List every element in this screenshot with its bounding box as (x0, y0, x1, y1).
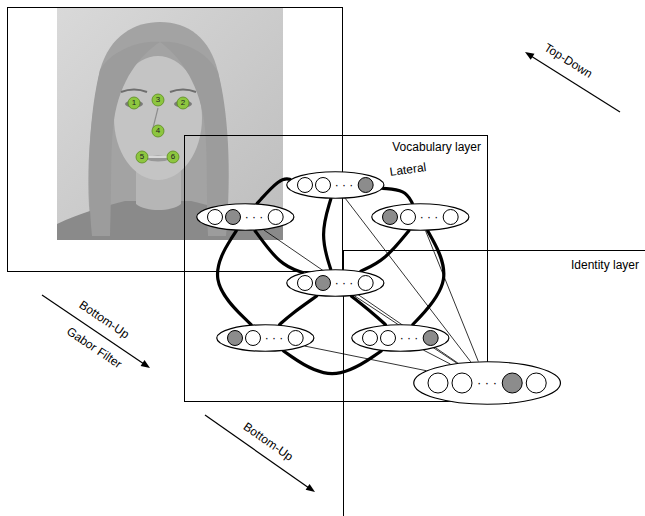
unit-circle (452, 373, 472, 393)
unit-circle (358, 276, 373, 291)
ellipsis-text: · · · (335, 178, 354, 192)
unit-circle (526, 373, 546, 393)
unit-cluster: · · · (286, 171, 385, 199)
landmark-dot (128, 97, 140, 109)
ellipsis-text: · · · (265, 331, 284, 345)
eyebrow (121, 90, 147, 93)
unit-cluster: · · · (196, 203, 295, 231)
eyebrow (170, 90, 196, 93)
identity-link (346, 199, 471, 362)
cluster-outline (351, 325, 448, 352)
callout-number: 5 (140, 153, 144, 161)
cluster-outline (196, 204, 293, 231)
callout-number: 1 (132, 99, 136, 107)
arrowhead (525, 52, 535, 60)
direction-arrow (205, 415, 309, 488)
unit-circle (225, 210, 240, 225)
layer-box: Vocabulary layer · · · · · · · · · · · · · · … (184, 135, 488, 402)
panel-frame (8, 8, 343, 272)
unit-circle (443, 210, 458, 225)
ellipsis-text: · · · (245, 210, 264, 224)
unit-cluster: · · · (351, 324, 450, 352)
cluster-outline (286, 172, 383, 199)
landmark-dot (152, 125, 164, 137)
ellipsis-text: · · · (400, 331, 419, 345)
connection-label: Lateral (389, 160, 427, 180)
unit-circle (207, 210, 222, 225)
unit-circle (382, 210, 397, 225)
unit-circle (297, 276, 312, 291)
unit-circle (245, 331, 260, 346)
unit-circle (268, 210, 283, 225)
lateral-link (218, 231, 252, 325)
ellipsis-text: · · · (335, 276, 354, 290)
callout-number: 3 (156, 96, 160, 104)
cluster-outline (414, 362, 561, 405)
unit-circle (502, 373, 522, 393)
landmark-dot (167, 151, 179, 163)
arrowhead (141, 360, 150, 368)
layer-region: Identity layer · · · (343, 250, 645, 516)
cluster-outline (286, 270, 383, 297)
unit-circle (400, 210, 415, 225)
landmark-dot (152, 94, 164, 106)
unit-cluster: · · · (413, 361, 561, 405)
lateral-link (324, 199, 331, 269)
unit-circle (362, 331, 377, 346)
unit-circle (297, 178, 312, 193)
unit-circle (428, 373, 448, 393)
unit-circle (358, 178, 373, 193)
layer-title: Vocabulary layer (392, 140, 481, 155)
landmark-dot (136, 151, 148, 163)
lateral-link (383, 188, 412, 203)
lateral-link (284, 351, 382, 374)
ellipsis-text: · · · (420, 210, 439, 224)
unit-circle (227, 331, 242, 346)
lateral-link (257, 179, 290, 203)
unit-cluster: · · · (216, 324, 315, 352)
unit-circle (315, 178, 330, 193)
unit-cluster: · · · (371, 203, 470, 231)
lateral-link (351, 296, 385, 324)
identity-link (424, 350, 450, 364)
unit-cluster: · · · (286, 269, 385, 297)
unit-circle (288, 331, 303, 346)
unit-circle (315, 276, 330, 291)
unit-circle (423, 331, 438, 346)
landmark-dot (177, 97, 189, 109)
direction-label: Top-Down (541, 40, 595, 81)
callout-number: 6 (171, 153, 175, 161)
arrowhead (306, 484, 315, 492)
callout-number: 2 (181, 99, 185, 107)
hair-strand (89, 42, 160, 236)
lateral-link (413, 231, 444, 325)
cluster-outline (371, 204, 468, 231)
ellipsis-text: · · · (477, 376, 497, 390)
direction-label: Bottom-Up (240, 419, 296, 464)
layer-title: Identity layer (571, 258, 639, 273)
hair (88, 22, 228, 236)
lateral-link (280, 296, 317, 325)
cluster-outline (216, 325, 313, 352)
unit-circle (380, 331, 395, 346)
callout-number: 4 (156, 127, 160, 135)
